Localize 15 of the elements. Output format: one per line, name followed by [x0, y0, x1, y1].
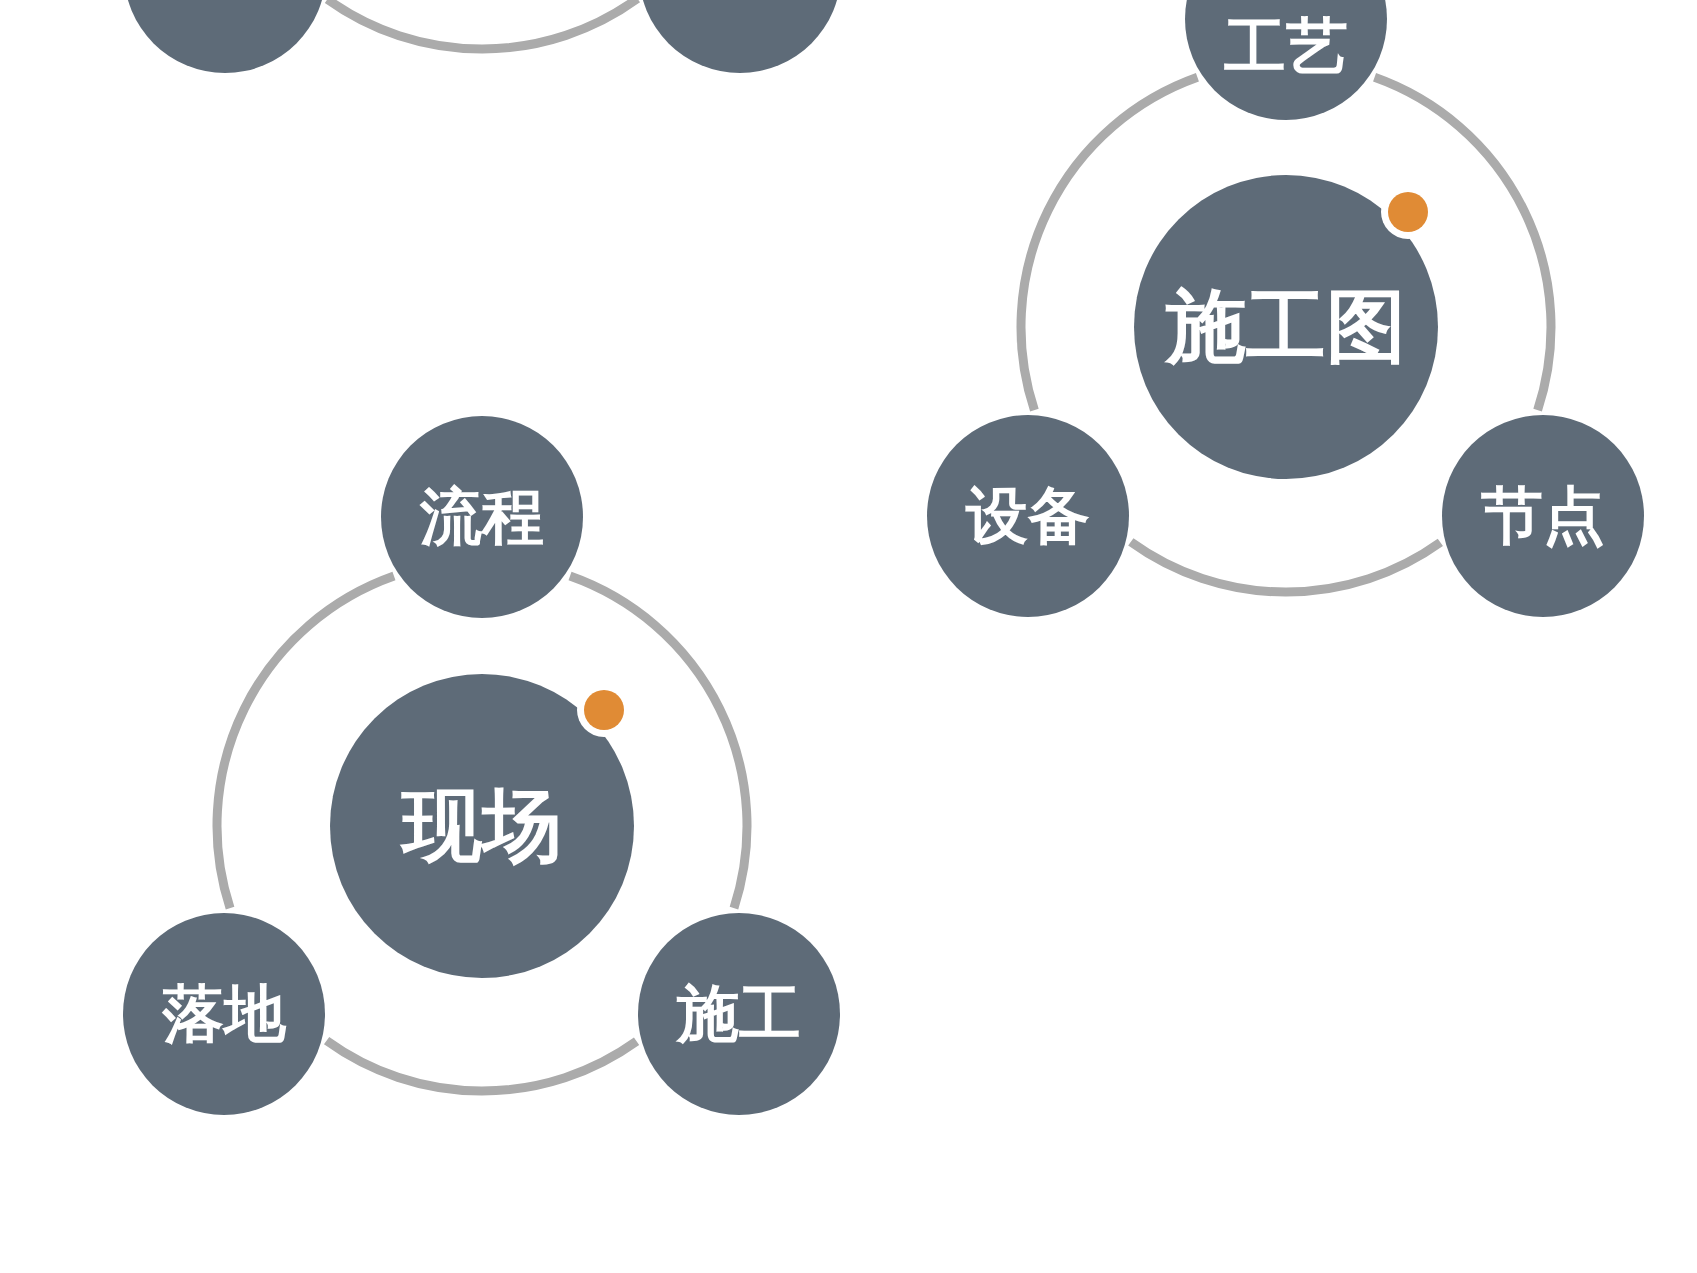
arc-connector — [568, 571, 752, 910]
arc-connector — [1372, 73, 1555, 412]
node-label: 施工图 — [1163, 287, 1407, 367]
node-label: 落地 — [161, 983, 288, 1045]
node-label: 节点 — [1480, 485, 1606, 547]
arc-connector — [325, 0, 640, 54]
arc-connector — [324, 1036, 639, 1096]
arc-connector — [1128, 538, 1443, 597]
node-label: 流程 — [419, 486, 545, 548]
node-label: 工艺 — [1223, 16, 1349, 78]
node-label: 现场 — [399, 786, 563, 866]
node-label: 施工 — [675, 983, 802, 1045]
arc-connector — [212, 571, 396, 910]
node-label: 设备 — [964, 485, 1091, 547]
arc-connector — [1017, 73, 1200, 412]
